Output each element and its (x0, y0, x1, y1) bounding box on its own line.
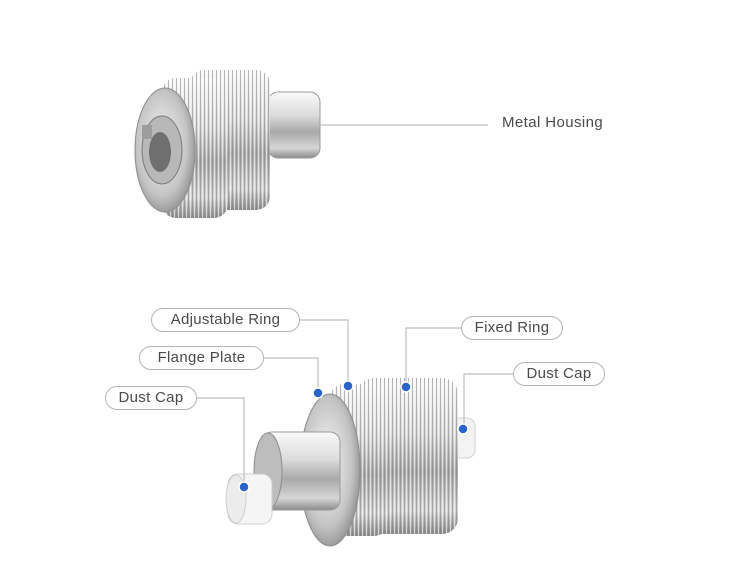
marker-dots (238, 380, 469, 493)
dust-cap-left-pill: Dust Cap (105, 386, 197, 410)
flange-plate-marker (312, 387, 324, 399)
fixed-ring-pill: Fixed Ring (461, 316, 563, 340)
dust-cap-right-leader (463, 373, 513, 428)
fixed-ring-leader (405, 327, 461, 386)
dust-cap-right-marker (457, 423, 469, 435)
adjustable-ring-leader (300, 319, 349, 386)
metal-housing-illustration (134, 70, 321, 218)
adjustable-ring-pill: Adjustable Ring (151, 308, 300, 332)
dust-cap-right-pill: Dust Cap (513, 362, 605, 386)
dust-cap-left-leader (197, 397, 245, 486)
flange-plate-leader (263, 357, 319, 392)
adjustable-ring-marker (342, 380, 354, 392)
dust-cap-left-marker (238, 481, 250, 493)
fixed-ring-marker (400, 381, 412, 393)
callout-leaders (197, 319, 513, 486)
attenuator-illustration (225, 378, 476, 547)
metal-housing-label: Metal Housing (502, 114, 604, 131)
flange-plate-pill: Flange Plate (139, 346, 264, 370)
